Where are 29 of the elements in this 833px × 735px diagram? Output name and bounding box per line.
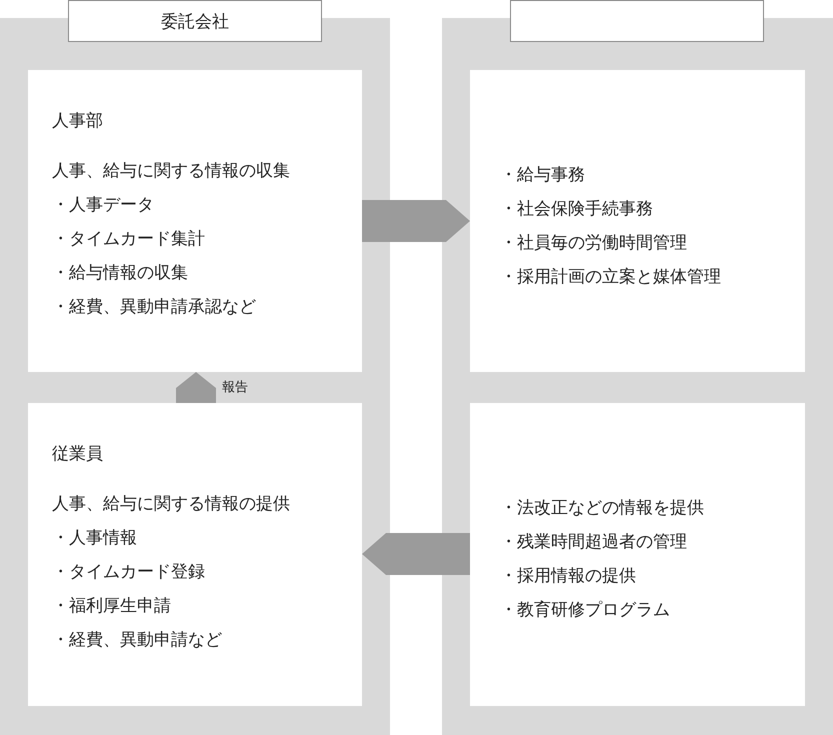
list-item: ・給与情報の収集 — [52, 262, 189, 285]
list-item: ・人事情報 — [52, 527, 138, 550]
content-card — [28, 70, 362, 372]
list-item: ・社員毎の労働時間管理 — [500, 232, 688, 255]
content-card — [28, 403, 362, 706]
list-item: ・教育研修プログラム — [500, 599, 671, 622]
list-item: ・社会保険手続事務 — [500, 198, 654, 221]
card-heading: 従業員 — [52, 443, 104, 466]
content-card — [470, 70, 805, 372]
block-arrow — [362, 533, 470, 575]
list-item: ・経費、異動申請承認など — [52, 296, 257, 319]
card-text: 人事、給与に関する情報の収集 — [52, 160, 291, 183]
list-item: ・採用情報の提供 — [500, 565, 637, 588]
block-arrow — [362, 200, 470, 242]
list-item: ・法改正などの情報を提供 — [500, 497, 705, 520]
list-item: ・タイムカード集計 — [52, 228, 206, 251]
list-item: ・福利厚生申請 — [52, 595, 172, 618]
list-item: ・人事データ — [52, 194, 155, 217]
card-heading: 人事部 — [52, 110, 104, 133]
block-arrow — [176, 372, 216, 403]
list-item: ・タイムカード登録 — [52, 561, 206, 584]
card-text: 人事、給与に関する情報の提供 — [52, 493, 291, 516]
content-card — [470, 403, 805, 706]
column-title: 委託会社 — [161, 10, 229, 32]
list-item: ・採用計画の立案と媒体管理 — [500, 266, 722, 289]
edge-label: 報告 — [220, 378, 250, 396]
list-item: ・経費、異動申請など — [52, 629, 223, 652]
list-item: ・残業時間超過者の管理 — [500, 531, 688, 554]
list-item: ・給与事務 — [500, 164, 586, 187]
